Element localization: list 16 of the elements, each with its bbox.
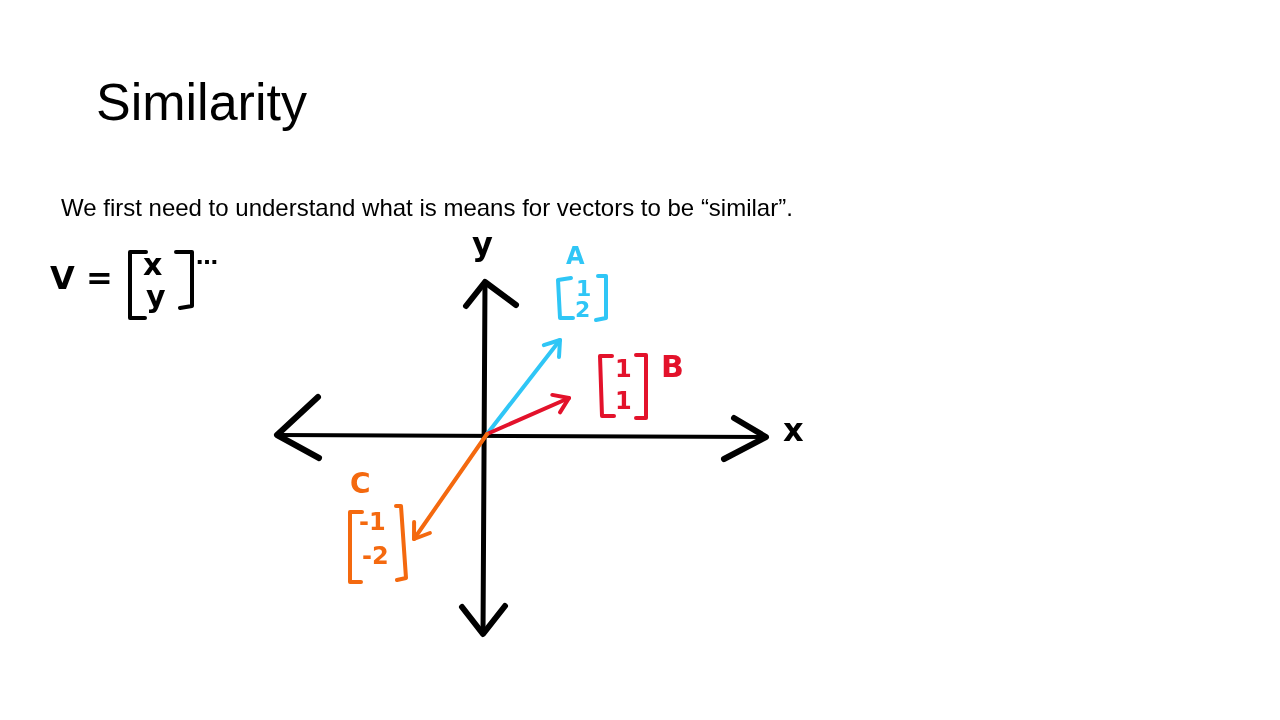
- ellipsis-text: …: [196, 246, 218, 268]
- vector-label: C: [350, 470, 371, 498]
- vector-label: A: [566, 244, 585, 268]
- matrix-entry: -1: [359, 510, 386, 534]
- matrix-entry: 1: [576, 278, 592, 300]
- matrix-entry: 1: [615, 389, 632, 413]
- axis-label: x: [783, 414, 804, 446]
- vector-label: B: [661, 352, 684, 382]
- matrix-entry: -2: [362, 544, 389, 568]
- body-text: We first need to understand what is means for vectors to be “similar”.: [61, 196, 793, 220]
- matrix-entry: y: [146, 282, 166, 312]
- matrix-entry: x: [143, 250, 163, 280]
- matrix-entry: 2: [575, 299, 591, 321]
- matrix-entry: 1: [615, 357, 632, 381]
- axis-label: y: [472, 228, 493, 260]
- equation-text: V =: [50, 262, 113, 294]
